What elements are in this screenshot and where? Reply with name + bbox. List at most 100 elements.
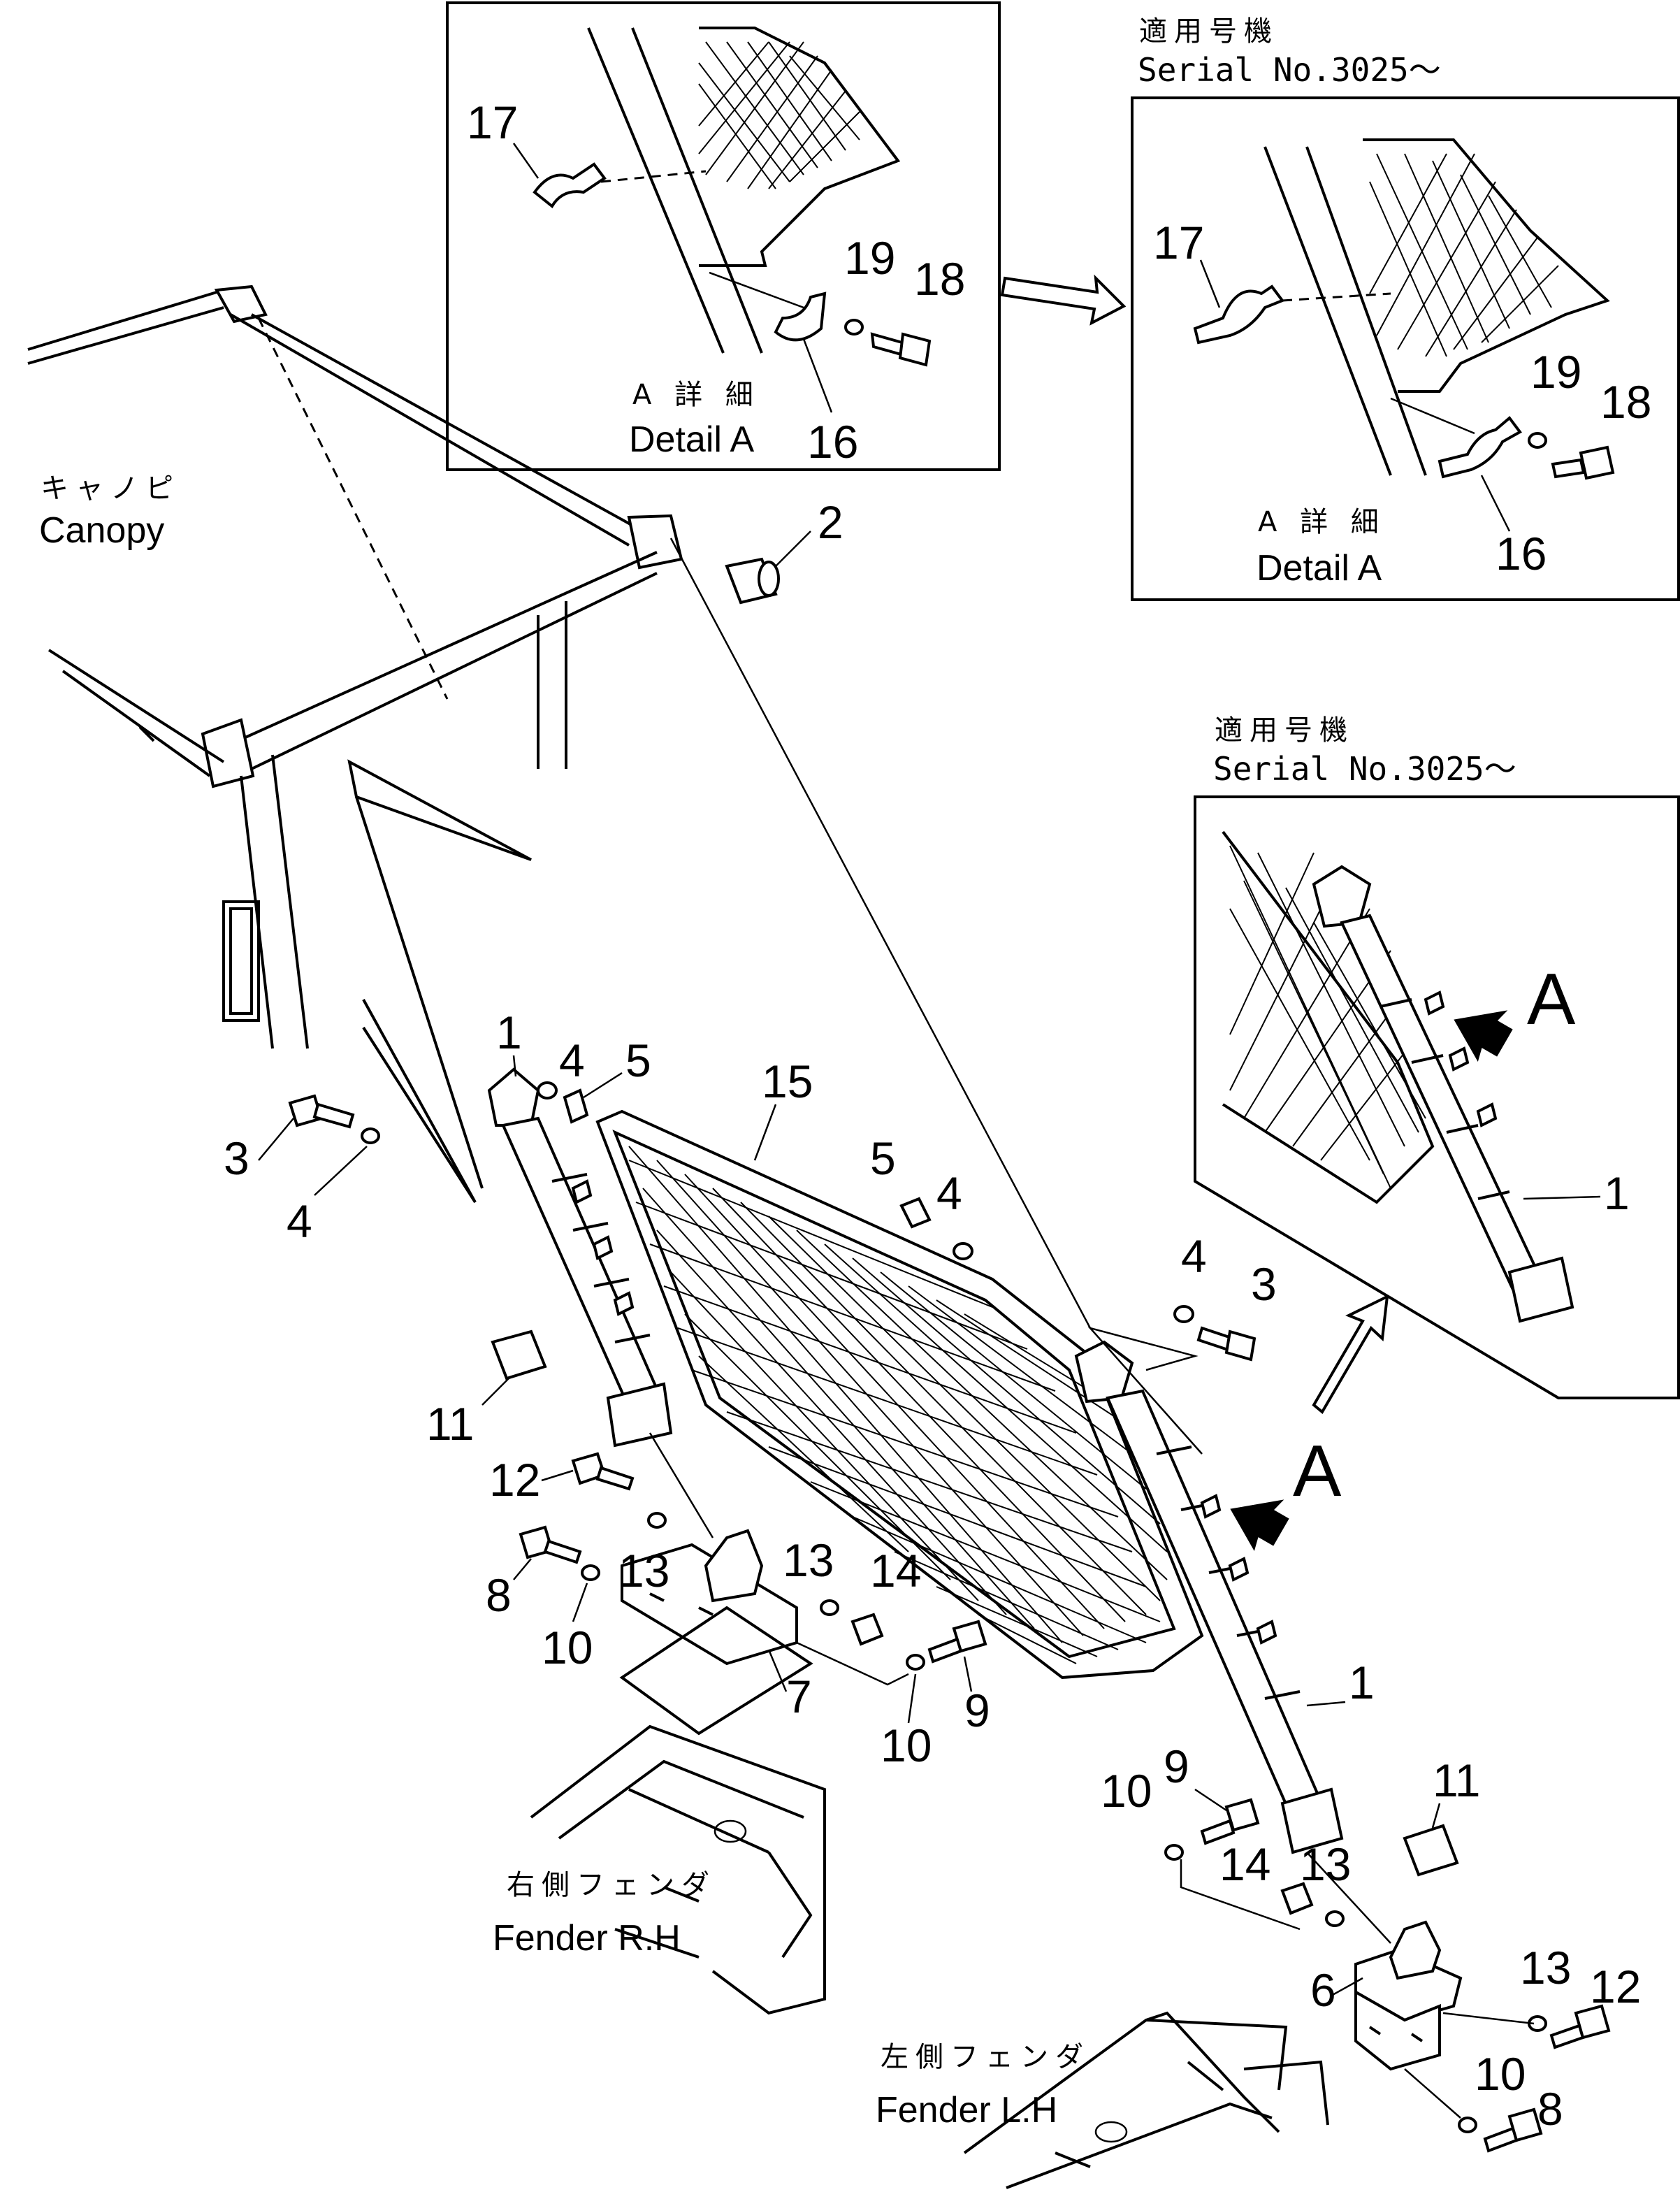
bolt-3-left-shank bbox=[312, 1102, 355, 1129]
callout-4-left-top: 4 bbox=[559, 1034, 585, 1086]
bracket-6-body bbox=[1354, 1989, 1441, 2071]
leader-12-left bbox=[541, 1469, 574, 1482]
right-post-break bbox=[1087, 1326, 1203, 1455]
callout-10-right-upper: 10 bbox=[1101, 1765, 1152, 1817]
nut-5-left bbox=[563, 1088, 589, 1124]
callout-1-left: 1 bbox=[496, 1007, 522, 1058]
callout-10-left-a: 10 bbox=[542, 1622, 593, 1673]
leader-1-left bbox=[512, 1055, 517, 1077]
fender-lh-mount bbox=[1243, 2060, 1329, 2126]
canopy-handle bbox=[222, 900, 260, 1022]
bolt-8-right-shank bbox=[1483, 2126, 1519, 2153]
callout-18-detail: 18 bbox=[914, 253, 965, 305]
fender-rh-bracket bbox=[767, 1851, 813, 1959]
right-post-top-eye bbox=[1074, 1340, 1134, 1404]
bracket-6-holes bbox=[1368, 2026, 1424, 2042]
canopy-top-bracket bbox=[214, 284, 268, 324]
serial-clamp-16-guide bbox=[1390, 397, 1475, 435]
bolt-3-right-head bbox=[1224, 1329, 1257, 1362]
bolt-12-right-shank bbox=[1549, 2024, 1585, 2049]
callout-12-left: 12 bbox=[489, 1454, 540, 1506]
callout-5-middle: 5 bbox=[870, 1132, 896, 1184]
callout-14-left: 14 bbox=[870, 1545, 921, 1596]
washer-10-left-a bbox=[581, 1564, 600, 1581]
leader-10-left-b bbox=[907, 1673, 917, 1724]
left-post-bands bbox=[551, 1173, 651, 1343]
callout-17-serial: 17 bbox=[1153, 217, 1204, 268]
fender-rh-mount-plate bbox=[619, 1606, 813, 1736]
washer-4-right bbox=[1173, 1305, 1194, 1323]
fender-rh-jp-label: 右側フェンダ bbox=[507, 1869, 716, 1901]
detail-a-jp-label: A 詳 細 bbox=[632, 379, 760, 411]
callout-1-serial: 1 bbox=[1604, 1167, 1630, 1219]
bracket-6-lower-line bbox=[1404, 2068, 1461, 2119]
serial-post-bands bbox=[1380, 998, 1510, 1200]
callout-14-right: 14 bbox=[1219, 1838, 1270, 1890]
washer-10-left-b bbox=[906, 1654, 925, 1671]
detail-a-frame bbox=[446, 1, 1001, 471]
washer-4-middle bbox=[953, 1242, 973, 1260]
canopy-break-marks bbox=[347, 759, 532, 1189]
mesh-guard-hatching bbox=[628, 1146, 1168, 1664]
washer-13-left-b bbox=[820, 1599, 839, 1616]
canopy-side-rail bbox=[229, 313, 644, 547]
fender-lh-outline bbox=[963, 2011, 1288, 2154]
bolt-12-right-head bbox=[1574, 2004, 1611, 2040]
nut-5-middle bbox=[899, 1197, 932, 1229]
washer-13-left-upper bbox=[647, 1512, 667, 1529]
clamp-17-leader bbox=[600, 170, 707, 183]
callout-10-left-b: 10 bbox=[881, 1720, 932, 1771]
canopy-pillars bbox=[240, 601, 567, 1049]
leader-15 bbox=[753, 1104, 777, 1161]
callout-6: 6 bbox=[1310, 1964, 1336, 2016]
arrow-a-main-label: A bbox=[1293, 1431, 1342, 1512]
callout-3-left: 3 bbox=[224, 1132, 249, 1184]
bolt-9-right-head bbox=[1224, 1798, 1260, 1832]
serial-detail-jp-label: A 詳 細 bbox=[1258, 506, 1386, 538]
serial-post-inset bbox=[1194, 795, 1680, 1399]
leader-2 bbox=[775, 531, 811, 567]
detail-a-inset bbox=[446, 1, 1001, 471]
washer-10-right-upper bbox=[1164, 1844, 1184, 1861]
serial-clamp-17-shape bbox=[1193, 284, 1285, 345]
mesh-guard-outer-frame bbox=[595, 1109, 1204, 1680]
canopy-front-bracket bbox=[201, 718, 255, 788]
callout-13-left-a: 13 bbox=[618, 1545, 669, 1596]
frame-rail-left bbox=[587, 27, 725, 354]
bracket-6-leader-line bbox=[1180, 1859, 1301, 1931]
serial-en-top: Serial No.3025～ bbox=[1138, 51, 1441, 89]
callout-1-right: 1 bbox=[1349, 1657, 1375, 1708]
leader-8-left bbox=[513, 1558, 532, 1580]
clamp-17-shape bbox=[533, 162, 607, 208]
arrow-a-serial-label: A bbox=[1527, 959, 1576, 1040]
right-post-to-bracket-line bbox=[1306, 1852, 1391, 1944]
leader-1-serial bbox=[1523, 1195, 1601, 1200]
callout-10-right-lower: 10 bbox=[1475, 2048, 1526, 2100]
fender-rh-details bbox=[558, 1759, 804, 1959]
detail-a-serial-frame bbox=[1131, 96, 1680, 601]
bolt-18-head bbox=[898, 332, 932, 367]
leader-3-left bbox=[258, 1118, 294, 1161]
canopy-dashed-line bbox=[257, 317, 449, 700]
bolt-8-right-head bbox=[1507, 2107, 1543, 2142]
serial-post-tabs bbox=[1424, 990, 1498, 1127]
serial-jp-mid: 適用号機 bbox=[1215, 714, 1354, 747]
leader-4-left-bottom bbox=[314, 1146, 368, 1196]
leader-17-serial bbox=[1199, 259, 1221, 308]
callout-19-detail: 19 bbox=[844, 232, 895, 284]
serial-bolt-18-shank bbox=[1551, 458, 1586, 479]
washer-19-shape bbox=[844, 319, 864, 336]
frame-rail-right bbox=[631, 27, 763, 354]
serial-mesh-hatching bbox=[1369, 153, 1559, 357]
callout-11-right: 11 bbox=[1433, 1754, 1481, 1806]
spacer-2-end bbox=[758, 561, 780, 597]
callout-18-serial: 18 bbox=[1600, 376, 1651, 428]
mesh-panel-hatching bbox=[698, 41, 860, 189]
callout-16-detail: 16 bbox=[807, 416, 858, 468]
serial-post-top-eye bbox=[1312, 865, 1372, 928]
callout-16-serial: 16 bbox=[1496, 528, 1547, 579]
hollow-arrow-right bbox=[1000, 274, 1127, 326]
callout-4-left-bottom: 4 bbox=[287, 1195, 312, 1247]
mesh-guard-inner-frame bbox=[612, 1130, 1176, 1659]
leader-11-right bbox=[1431, 1803, 1441, 1829]
